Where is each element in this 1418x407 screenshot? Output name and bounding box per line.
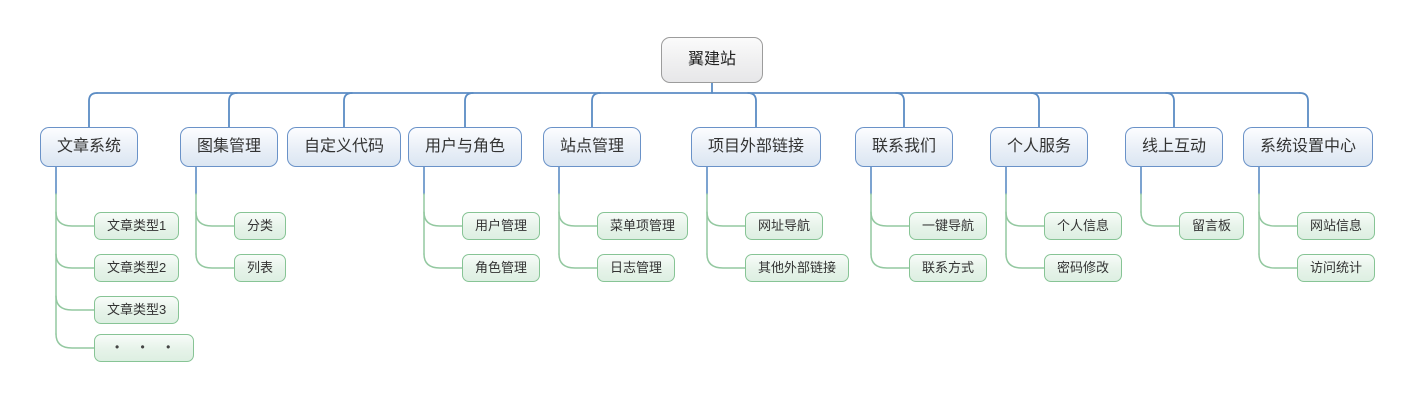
- leaf-password-change[interactable]: 密码修改: [1044, 254, 1123, 282]
- leaf-website-info[interactable]: 网站信息: [1297, 212, 1376, 240]
- leaf-other-external-links[interactable]: 其他外部链接: [745, 254, 850, 282]
- leaf-contact-info[interactable]: 联系方式: [909, 254, 988, 282]
- branch-system-settings[interactable]: 系统设置中心: [1243, 127, 1374, 167]
- leaf-log-management[interactable]: 日志管理: [597, 254, 676, 282]
- branch-article-system[interactable]: 文章系统: [40, 127, 139, 167]
- leaf-one-click-navigation[interactable]: 一键导航: [909, 212, 988, 240]
- leaf-categories[interactable]: 分类: [234, 212, 287, 240]
- branch-contact-us[interactable]: 联系我们: [855, 127, 954, 167]
- leaf-article-type-1[interactable]: 文章类型1: [94, 212, 180, 240]
- branch-external-links[interactable]: 项目外部链接: [691, 127, 822, 167]
- leaf-message-board[interactable]: 留言板: [1179, 212, 1245, 240]
- leaf-url-navigation[interactable]: 网址导航: [745, 212, 824, 240]
- leaf-personal-info[interactable]: 个人信息: [1044, 212, 1123, 240]
- branch-personal-services[interactable]: 个人服务: [990, 127, 1089, 167]
- branch-site-management[interactable]: 站点管理: [543, 127, 642, 167]
- leaf-article-type-3[interactable]: 文章类型3: [94, 296, 180, 324]
- branch-gallery-management[interactable]: 图集管理: [180, 127, 279, 167]
- root-node[interactable]: 翼建站: [661, 37, 764, 83]
- leaf-user-management[interactable]: 用户管理: [462, 212, 541, 240]
- leaf-article-type-2[interactable]: 文章类型2: [94, 254, 180, 282]
- branch-users-roles[interactable]: 用户与角色: [408, 127, 523, 167]
- leaf-visit-statistics[interactable]: 访问统计: [1297, 254, 1376, 282]
- branch-online-interaction[interactable]: 线上互动: [1125, 127, 1224, 167]
- leaf-menu-item-management[interactable]: 菜单项管理: [597, 212, 689, 240]
- leaf-role-management[interactable]: 角色管理: [462, 254, 541, 282]
- leaf-list[interactable]: 列表: [234, 254, 287, 282]
- branch-custom-code[interactable]: 自定义代码: [287, 127, 402, 167]
- leaf-article-type-more[interactable]: • • •: [94, 334, 195, 362]
